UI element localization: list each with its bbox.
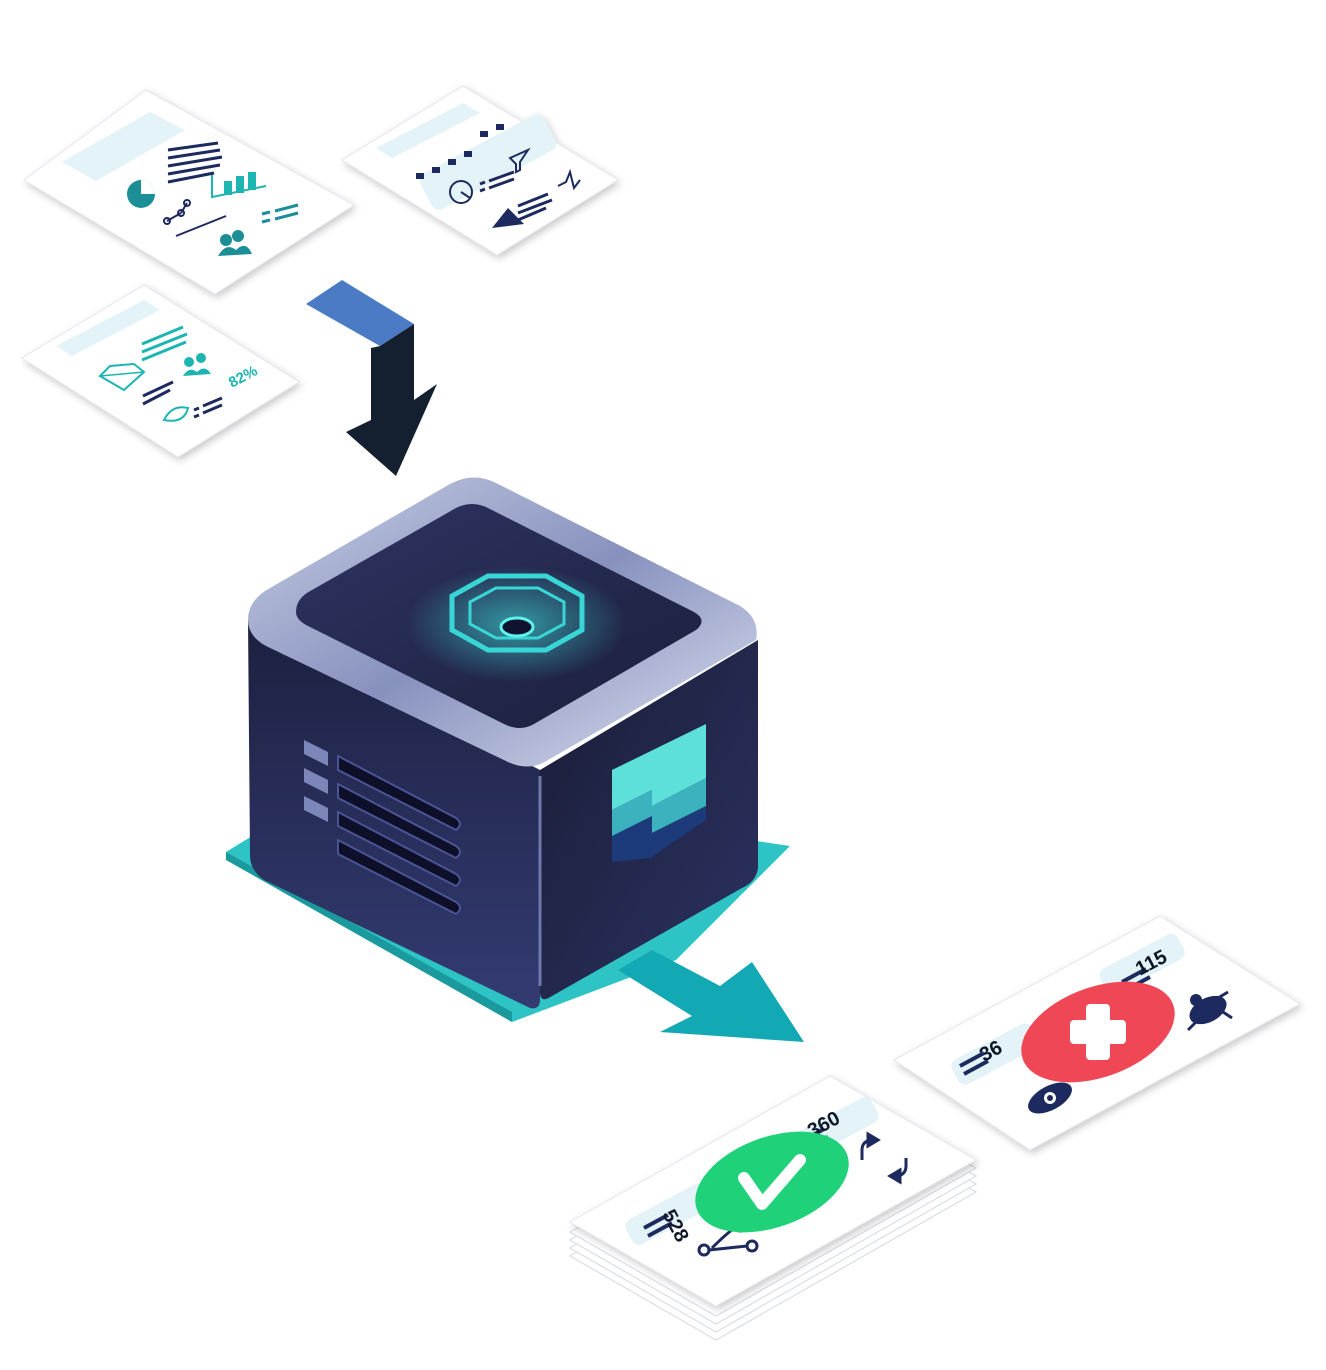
pie-chart-icon [127, 180, 155, 208]
down-arrow [306, 280, 437, 476]
bug-icon [1186, 990, 1233, 1032]
text-lines [517, 192, 553, 222]
eye-icon [1028, 1082, 1072, 1114]
bar-chart-icon [211, 172, 267, 199]
failed-output-card: 115 36 [893, 915, 1301, 1151]
list-icon [479, 170, 515, 193]
card-header-bar [56, 300, 160, 356]
output-arrow [618, 950, 804, 1042]
pie-chart-icon [449, 180, 473, 204]
funnel-icon [508, 147, 531, 174]
value-chip-left [625, 1183, 713, 1245]
vent-slots [304, 740, 461, 916]
card-header-bar [376, 103, 480, 158]
cross-icon[interactable] [1007, 962, 1188, 1101]
icon-row [416, 124, 504, 179]
text-lines [141, 325, 188, 362]
cube-logo-icon [612, 724, 706, 862]
octagon-icon [449, 573, 585, 653]
divider-line [175, 215, 227, 237]
network-icon [163, 199, 191, 225]
leaf-icon [162, 406, 190, 422]
processing-cube [226, 477, 790, 1022]
value-chip-top [1099, 933, 1185, 995]
list-icon [261, 203, 299, 224]
icon-row-panel [419, 114, 557, 210]
users-icon [183, 353, 211, 376]
input-card-c: 82% [21, 284, 300, 458]
diamond-icon [98, 362, 146, 392]
pulse-icon [557, 168, 581, 191]
users-icon [218, 230, 252, 256]
refresh-icon [860, 1131, 908, 1185]
passed-output-stack: 360 528 [568, 1075, 978, 1341]
input-card-a [23, 89, 355, 295]
triangle-icon [492, 208, 524, 228]
input-card-b [341, 85, 619, 256]
card-header-bar [62, 112, 185, 181]
text-lines [167, 141, 223, 184]
list-icon [193, 396, 223, 419]
check-icon[interactable] [681, 1112, 862, 1251]
text-lines [142, 380, 174, 406]
